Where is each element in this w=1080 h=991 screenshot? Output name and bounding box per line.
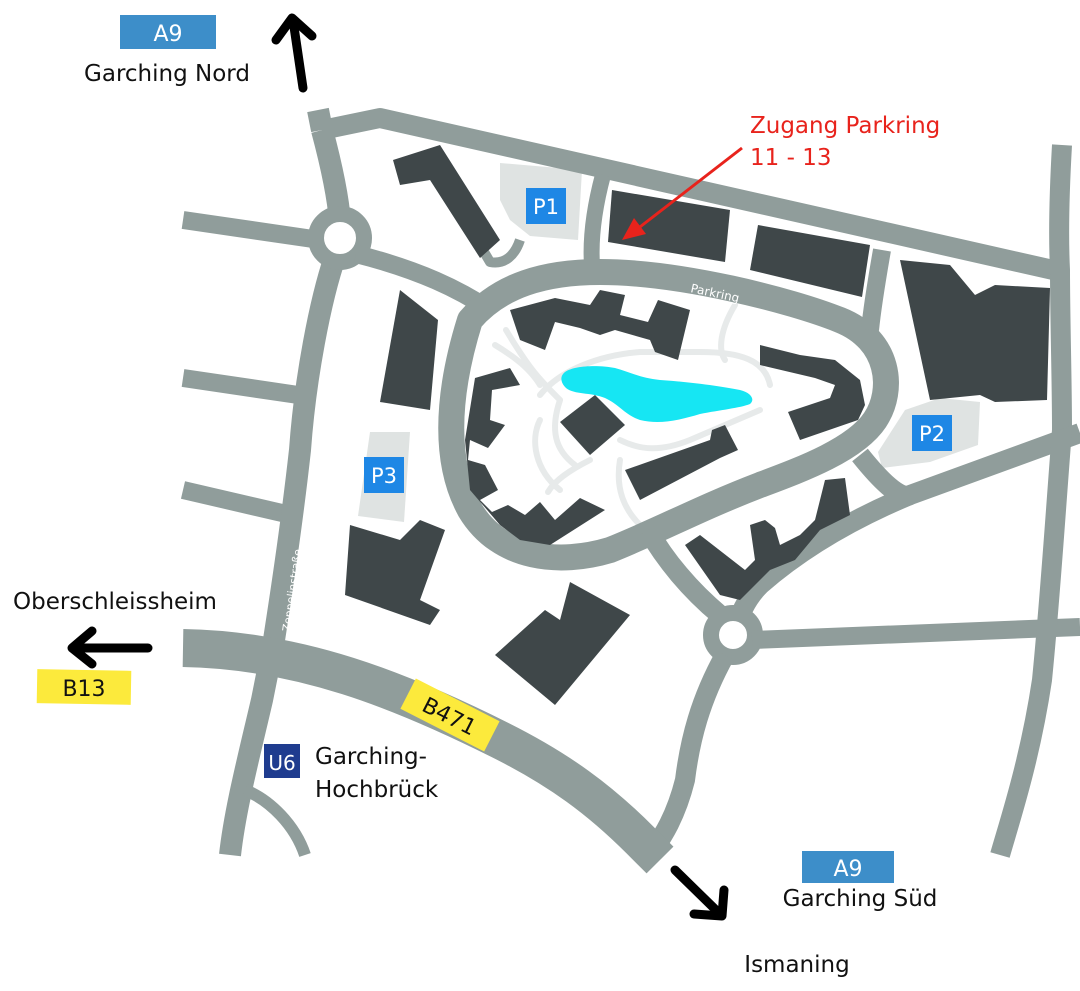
direction-arrows xyxy=(67,13,729,921)
building-inner-center xyxy=(560,395,625,455)
arrow-southeast-icon xyxy=(670,865,729,921)
destination-ismaning: Ismaning xyxy=(744,952,849,978)
parking-p3-badge: P3 xyxy=(364,457,404,493)
a9-south-shield: A9 xyxy=(802,851,894,883)
svg-text:P1: P1 xyxy=(533,195,559,219)
a9-north-shield: A9 xyxy=(120,15,216,49)
a9-north-destination: Garching Nord xyxy=(84,61,250,87)
building-east-large xyxy=(900,260,1050,402)
road-zeppelinstrasse xyxy=(219,250,347,857)
roads xyxy=(180,107,1080,874)
a9-south-destination: Garching Süd xyxy=(783,886,938,912)
building-west-1 xyxy=(380,290,438,410)
building-south-west xyxy=(495,582,630,705)
building-inner-north xyxy=(510,290,690,360)
svg-text:B13: B13 xyxy=(62,677,105,702)
svg-text:P2: P2 xyxy=(919,422,945,446)
b13-shield: B13 xyxy=(36,669,132,705)
building-north-west xyxy=(393,145,500,258)
parking-p2-badge: P2 xyxy=(912,415,952,451)
svg-text:A9: A9 xyxy=(833,857,862,882)
arrow-north-icon xyxy=(271,13,317,93)
b13-destination: Oberschleissheim xyxy=(13,589,217,615)
u6-station-line1: Garching- xyxy=(315,744,427,770)
svg-text:A9: A9 xyxy=(153,22,182,47)
lake xyxy=(561,366,753,423)
svg-text:P3: P3 xyxy=(371,464,397,488)
b471-shield: B471 xyxy=(400,678,500,752)
building-south-east xyxy=(685,478,850,600)
building-inner-east xyxy=(760,345,865,440)
building-west-2 xyxy=(345,520,445,625)
building-inner-west xyxy=(465,368,605,545)
callout-line2: 11 - 13 xyxy=(750,145,831,171)
road-parkring xyxy=(438,259,899,571)
parking-p1-badge: P1 xyxy=(526,188,566,224)
road-north xyxy=(319,108,1065,282)
callout-line1: Zugang Parkring xyxy=(750,113,940,139)
u6-shield: U6 xyxy=(264,744,300,778)
buildings xyxy=(345,145,1050,705)
building-parkring-11-13 xyxy=(608,190,730,262)
callout-arrow xyxy=(622,146,743,240)
svg-text:U6: U6 xyxy=(268,751,295,775)
u6-station-line2: Hochbrück xyxy=(315,777,439,803)
arrow-west-icon xyxy=(67,626,153,669)
building-inner-south xyxy=(625,425,738,500)
building-north-east xyxy=(750,225,870,297)
